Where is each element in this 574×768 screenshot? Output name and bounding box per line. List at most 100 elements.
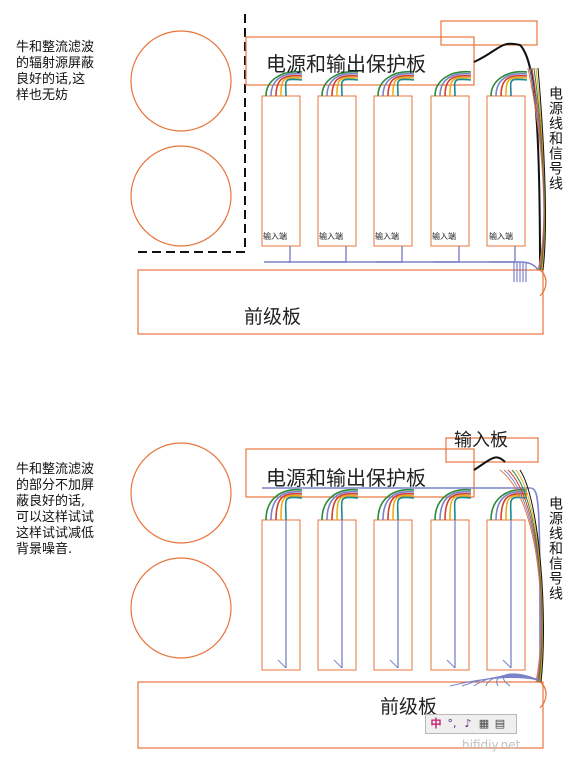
power-wire (453, 78, 472, 97)
power-wire (495, 72, 528, 97)
signal-cable (535, 67, 546, 271)
signal-wire (320, 246, 347, 263)
capacitor-circle (130, 145, 232, 247)
amp-module-board (373, 95, 413, 247)
input-socket-label: 输入端 (319, 232, 343, 241)
power-wire (505, 76, 528, 97)
amp-module-board (430, 95, 470, 247)
amp-module-board (486, 519, 526, 671)
power-wire (396, 496, 415, 521)
menu-icon[interactable]: ▤ (494, 717, 506, 730)
input-board (445, 437, 539, 463)
power-wire (382, 72, 415, 97)
watermark: hifidiy.net (462, 738, 521, 752)
bottom-protect-board-label: 电源和输出保护板 (266, 466, 426, 490)
cable-fan (539, 269, 547, 297)
shield-dashed-line (134, 14, 246, 253)
power-wire (284, 78, 303, 97)
power-wire (396, 78, 415, 97)
input-socket-label: 输入端 (489, 232, 513, 241)
input-socket-label: 输入端 (432, 232, 456, 241)
amp-module-board (373, 519, 413, 671)
power-wire (336, 76, 359, 97)
signal-cable (503, 469, 543, 683)
amp-module-board (261, 95, 301, 247)
input-socket-label: 输入端 (263, 232, 287, 241)
power-wire (434, 489, 472, 521)
power-wire (265, 489, 303, 521)
transformer-circle (130, 442, 232, 544)
transformer-circle (130, 30, 232, 132)
signal-cable (515, 469, 544, 683)
input-board-label: 输入板 (454, 430, 508, 451)
signal-cable (519, 469, 544, 683)
amp-module-board (317, 95, 357, 247)
signal-wire (277, 659, 287, 669)
power-wire (331, 492, 359, 521)
top-protect-board-label: 电源和输出保护板 (266, 52, 426, 76)
preamp-board (137, 269, 544, 335)
protect-board (245, 448, 475, 498)
symbol-button[interactable]: ♪ (464, 717, 472, 730)
signal-wire (489, 246, 516, 263)
signal-cable (537, 67, 546, 271)
top-wire-label: 电源线和信号线 (547, 86, 563, 191)
power-wire (449, 494, 472, 521)
power-wire (490, 71, 528, 97)
power-wire (284, 496, 303, 521)
power-wire (500, 74, 528, 97)
signal-wire (446, 659, 456, 669)
punctuation-button[interactable]: °, (447, 717, 457, 730)
power-wire (439, 72, 472, 97)
power-wire (509, 78, 528, 97)
power-wire (265, 71, 303, 97)
power-wire (326, 72, 359, 97)
bottom-preamp-board-label: 前级板 (380, 696, 438, 718)
power-wire (444, 492, 472, 521)
top-note: 牛和整流滤波 的辐射源屏蔽 良好的话,这 样也无妨 (16, 40, 95, 103)
input-board-small (440, 20, 538, 46)
power-wire (321, 71, 359, 97)
main-power-cable (473, 42, 541, 271)
power-wire (280, 494, 303, 521)
ime-toolbar[interactable]: 中 °, ♪ ▦ ▤ (425, 714, 517, 734)
power-wire (331, 74, 359, 97)
signal-wire (376, 246, 403, 263)
power-wire (434, 71, 472, 97)
power-wire (505, 494, 528, 521)
preamp-board (137, 681, 544, 749)
signal-wire (264, 246, 291, 263)
amp-module-board (317, 519, 357, 671)
bottom-wire-label: 电源线和信号线 (547, 496, 563, 601)
top-preamp-board-label: 前级板 (244, 306, 302, 328)
signal-wire (433, 246, 460, 263)
power-wire (270, 72, 303, 97)
power-wire (377, 489, 415, 521)
signal-cable (511, 469, 544, 683)
signal-wire (333, 659, 343, 669)
chinese-mode-button[interactable]: 中 (430, 717, 442, 730)
signal-cable (527, 67, 545, 271)
power-wire (275, 492, 303, 521)
power-wire (336, 494, 359, 521)
amp-module-board (430, 519, 470, 671)
signal-bus (288, 261, 539, 271)
power-wire (340, 78, 359, 97)
cable-fan (539, 681, 547, 709)
power-wire (275, 74, 303, 97)
power-wire (490, 489, 528, 521)
power-wire (444, 74, 472, 97)
power-wire (382, 490, 415, 521)
power-wire (392, 494, 415, 521)
input-socket-label: 输入端 (375, 232, 399, 241)
signal-cable (507, 469, 543, 683)
main-power-cable (473, 456, 506, 471)
power-wire (280, 76, 303, 97)
signal-wire (389, 659, 399, 669)
signal-wire (502, 659, 512, 669)
keyboard-icon[interactable]: ▦ (478, 717, 490, 730)
amp-module-board (261, 519, 301, 671)
signal-wire (502, 673, 539, 687)
